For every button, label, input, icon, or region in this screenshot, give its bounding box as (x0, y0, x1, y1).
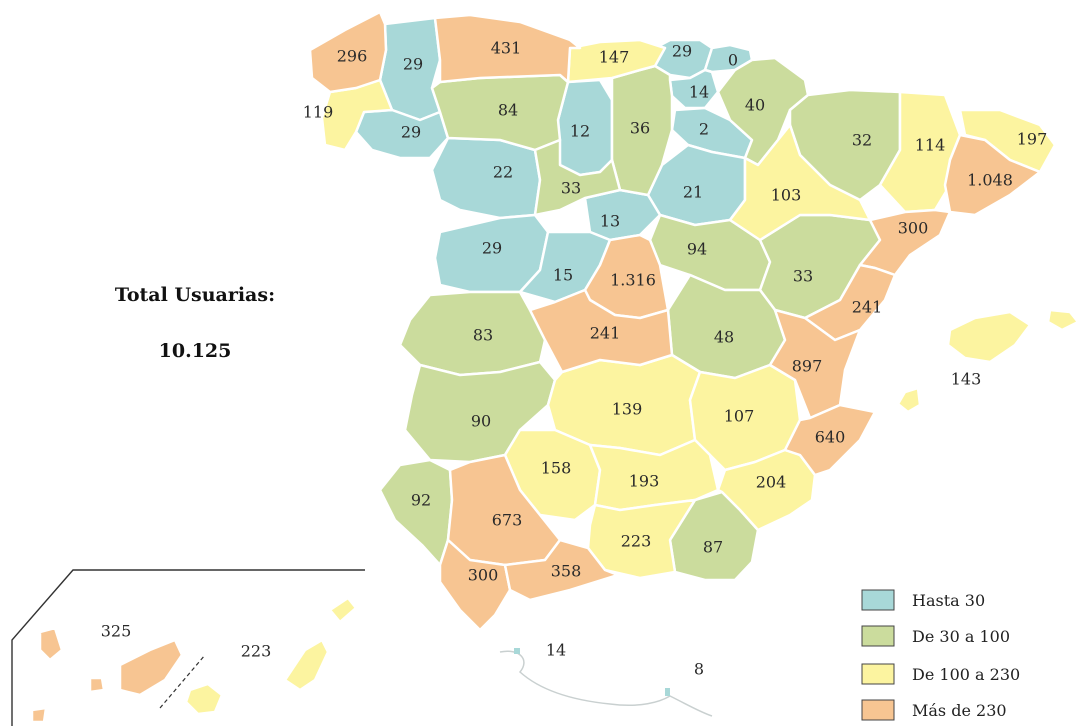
value-cantabria: 147 (599, 48, 630, 67)
value-segovia: 13 (600, 212, 620, 231)
value-burgos: 36 (630, 119, 650, 138)
province-baleares (896, 308, 1079, 414)
value-ourense: 29 (401, 123, 421, 142)
province-cantabria (566, 38, 667, 84)
value-guipuzcoa: 0 (728, 51, 738, 70)
value-caceres: 83 (473, 326, 493, 345)
legend-label: Más de 230 (912, 701, 1007, 720)
province-a-coruna (308, 10, 388, 94)
value-lleida: 114 (915, 136, 946, 155)
province-sc-tenerife (30, 626, 184, 724)
canary-inset-frame (11, 569, 365, 726)
value-soria: 21 (683, 183, 703, 202)
value-jaen: 193 (629, 472, 660, 491)
value-salamanca: 29 (482, 239, 502, 258)
province-asturias (433, 13, 582, 84)
total-users-label: Total Usuarias: (114, 284, 276, 306)
legend-label: Hasta 30 (912, 591, 985, 610)
value-baleares: 143 (951, 370, 982, 389)
value-valencia: 897 (792, 357, 823, 376)
value-palencia: 12 (570, 122, 590, 141)
legend-item-de-100-a-230: De 100 a 230 (861, 663, 1020, 685)
legend-item-mas-de-230: Más de 230 (861, 699, 1007, 721)
canary-islands-divider (159, 654, 206, 709)
value-toledo: 241 (590, 324, 621, 343)
province-segovia (583, 188, 662, 242)
value-girona: 197 (1017, 130, 1048, 149)
legend-item-de-30-a-100: De 30 a 100 (861, 625, 1010, 647)
province-values: 296 29 119 29 431 147 29 0 14 84 12 36 2… (101, 39, 1048, 679)
value-leon: 84 (498, 101, 518, 120)
province-jaen (588, 438, 720, 512)
legend-swatch (861, 589, 895, 611)
value-zamora: 22 (493, 163, 513, 182)
value-teruel: 33 (793, 267, 813, 286)
province-granada (586, 498, 697, 580)
province-alicante (783, 403, 877, 477)
region-de-100-a-230 (320, 38, 1079, 580)
value-madrid: 1.316 (610, 271, 656, 290)
legend-label: De 30 a 100 (912, 627, 1010, 646)
total-users-value: 10.125 (158, 340, 232, 362)
value-cordoba: 158 (541, 459, 572, 478)
value-zaragoza: 103 (771, 186, 802, 205)
value-barcelona: 1.048 (967, 171, 1013, 190)
province-lleida (878, 90, 962, 214)
value-guadalajara: 94 (687, 240, 707, 259)
value-albacete: 107 (724, 407, 755, 426)
value-sc-tenerife: 325 (101, 622, 132, 641)
legend-swatch (861, 699, 895, 721)
north-africa-coastline (499, 650, 713, 717)
ceuta-marker (514, 648, 520, 654)
value-alicante: 640 (815, 428, 846, 447)
legend-label: De 100 a 230 (912, 665, 1020, 684)
value-ceuta: 14 (546, 641, 566, 660)
value-almeria: 87 (703, 538, 723, 557)
province-toledo (528, 288, 674, 374)
province-valladolid (533, 138, 622, 217)
value-murcia: 204 (756, 473, 787, 492)
value-sevilla: 673 (492, 511, 523, 530)
province-huelva (378, 458, 454, 567)
value-cadiz: 300 (468, 566, 499, 585)
region-mas-de-230 (30, 10, 1042, 724)
value-badajoz: 90 (471, 412, 491, 431)
value-avila: 15 (553, 266, 573, 285)
value-lugo: 29 (403, 55, 423, 74)
legend: Hasta 30 De 30 a 100 De 100 a 230 Más de… (861, 589, 1020, 721)
value-a-coruna: 296 (337, 47, 368, 66)
value-vizcaya: 29 (672, 42, 692, 61)
value-valladolid: 33 (561, 179, 581, 198)
value-huesca: 32 (852, 131, 872, 150)
value-la-rioja: 2 (699, 120, 709, 139)
value-malaga: 358 (551, 562, 582, 581)
value-tarragona: 300 (898, 219, 929, 238)
value-pontevedra: 119 (303, 103, 334, 122)
province-zamora (430, 136, 542, 220)
value-melilla: 8 (694, 660, 704, 679)
province-zaragoza (728, 123, 872, 242)
province-malaga (503, 538, 620, 602)
value-navarra: 40 (745, 96, 765, 115)
province-tarragona (858, 208, 952, 277)
province-barcelona (943, 133, 1042, 217)
province-las-palmas (184, 596, 358, 716)
value-las-palmas: 223 (241, 642, 272, 661)
melilla-marker (665, 688, 670, 696)
value-castellon: 241 (852, 298, 883, 317)
value-ciudad-real: 139 (612, 400, 643, 419)
province-ourense (354, 108, 450, 160)
value-cuenca: 48 (714, 328, 734, 347)
legend-item-hasta-30: Hasta 30 (861, 589, 985, 611)
province-cadiz (438, 538, 512, 632)
legend-swatch (861, 625, 895, 647)
value-granada: 223 (621, 532, 652, 551)
value-huelva: 92 (411, 491, 431, 510)
value-asturias: 431 (491, 39, 522, 58)
legend-swatch (861, 663, 895, 685)
value-alava: 14 (689, 83, 709, 102)
